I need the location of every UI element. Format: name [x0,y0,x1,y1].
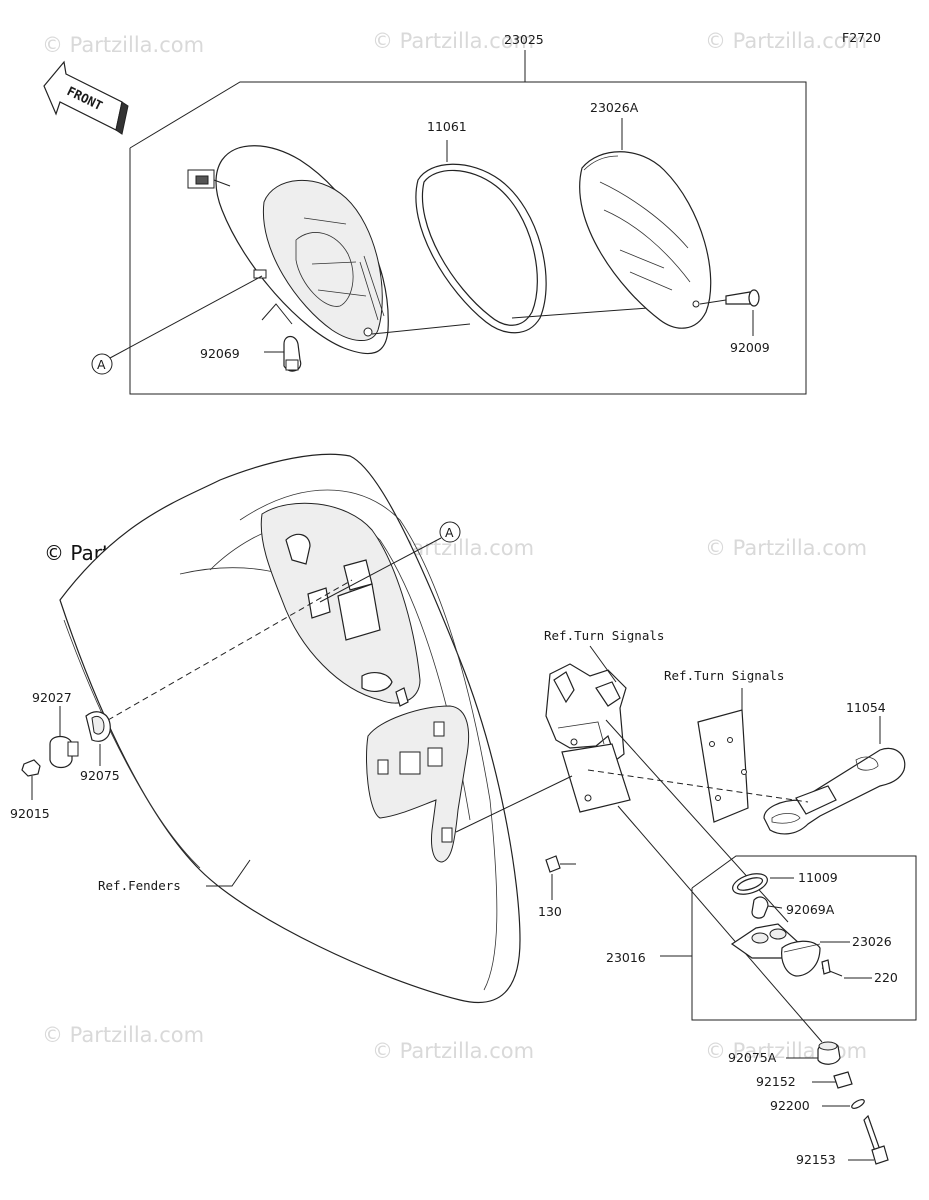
label-92075: 92075 [80,768,120,783]
grommet-92075 [85,711,111,766]
watermark: © Partzilla.com [705,536,867,560]
leader-ref-turn-1 [589,645,617,683]
screw-220 [821,959,843,977]
label-11054: 11054 [846,700,886,715]
assembly-line [605,719,789,923]
o-ring-11009 [732,873,768,895]
label-11009: 11009 [798,870,838,885]
assembly-line [455,775,573,833]
lamp-lens-23026 [730,923,821,977]
screw-130 [545,855,576,900]
label-92009: 92009 [730,340,770,355]
label-130: 130 [538,904,562,919]
label-92075A: 92075A [728,1050,777,1065]
ref-fenders: Ref.Fenders [98,878,181,893]
watermark: © Partzilla.com [42,33,204,57]
label-23016: 23016 [606,950,646,965]
assembly-line [371,323,471,335]
turn-signal-plate [697,709,749,823]
label-23026A: 23026A [590,100,639,115]
subassembly-frame-23016 [691,855,917,1021]
washer-92200 [851,1099,865,1109]
callout-a-label: A [97,357,106,372]
tail-lamp-housing [187,145,389,355]
bracket-11054 [763,747,906,835]
assembly-frame-23025 [129,81,807,395]
assembly-line [511,307,649,319]
label-92069A: 92069A [786,902,835,917]
label-11061: 11061 [427,119,467,134]
label-23025: 23025 [504,32,544,47]
nut-92027 [49,706,79,769]
label-92069: 92069 [200,346,240,361]
label-220: 220 [874,970,898,985]
callout-a-label: A [445,525,454,540]
gasket-11061 [415,163,547,334]
screw-92009 [699,289,760,336]
watermark: © Partzilla.com [705,29,867,53]
callout-a-top[interactable]: A [91,275,263,375]
ref-turn-signals-2: Ref.Turn Signals [664,668,784,683]
front-arrow-icon: FRONT [43,60,129,135]
assembly-dash [587,769,809,803]
bulb-92069A [751,896,783,919]
nut-92015 [21,759,41,800]
label-92200: 92200 [770,1098,810,1113]
callout-a-fender[interactable]: A [319,521,461,603]
label-92153: 92153 [796,1152,836,1167]
bolt-92153 [863,1114,889,1165]
rear-fender [59,453,521,1004]
label-92152: 92152 [756,1074,796,1089]
figure-code: F2720 [842,30,881,45]
label-92015: 92015 [10,806,50,821]
lens-23026A [579,151,712,329]
label-23026: 23026 [852,934,892,949]
label-92027: 92027 [32,690,72,705]
watermark: © Partzilla.com [372,29,534,53]
collar-92152 [833,1071,853,1089]
bulb-92069 [261,303,302,372]
watermark: © Partzilla.com [372,1039,534,1063]
license-bracket [545,663,631,813]
ref-turn-signals-1: Ref.Turn Signals [544,628,664,643]
assembly-dash [107,579,353,721]
grommet-92075A [817,1041,841,1065]
leader-ref-fenders [206,859,251,887]
assembly-line [617,805,823,1043]
watermark: © Partzilla.com [42,1023,204,1047]
